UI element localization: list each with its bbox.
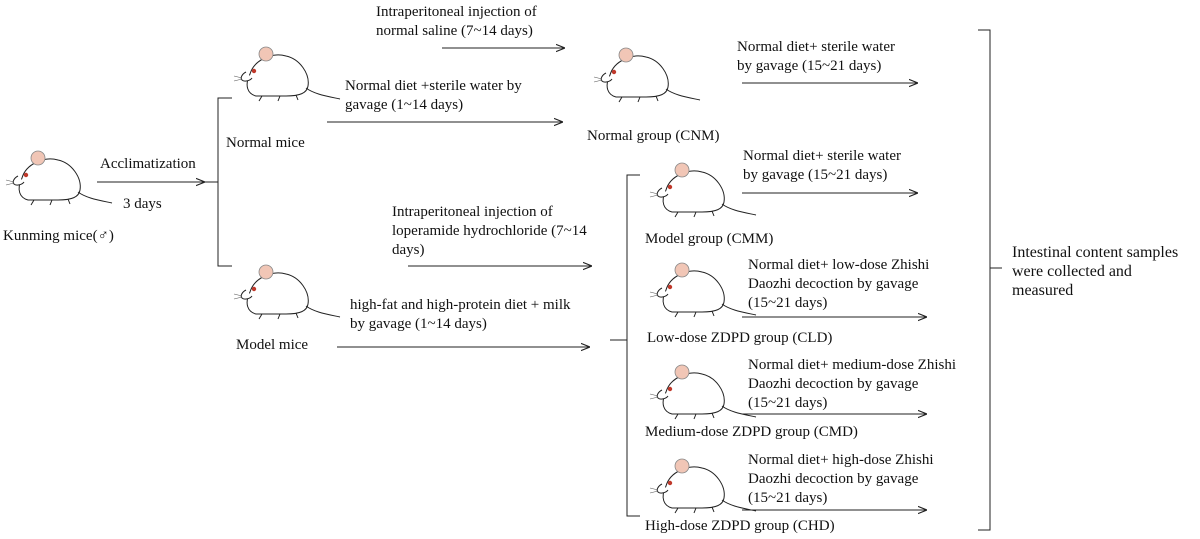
cmd-treatment-text: Normal diet+ medium-dose Zhishi Daozhi d…: [748, 357, 957, 411]
mouse-model-icon: [233, 264, 341, 320]
mouse-normal-icon: [233, 46, 341, 102]
chd-group-label: High-dose ZDPD group (CHD): [645, 518, 835, 534]
cld-group-label: Low-dose ZDPD group (CLD): [647, 330, 833, 346]
acclimatization-label: Acclimatization: [100, 156, 196, 172]
mouse-cmm-icon: [649, 162, 757, 218]
cmd-group-label: Medium-dose ZDPD group (CMD): [645, 424, 858, 440]
chd-treatment-text: Normal diet+ high-dose Zhishi Daozhi dec…: [748, 452, 934, 506]
model-mice-label: Model mice: [236, 337, 309, 353]
normal-injection-text: Intraperitoneal injection of normal sali…: [376, 4, 537, 39]
mouse-cnm-icon: [593, 47, 701, 103]
mouse-cmd-icon: [649, 364, 757, 420]
cmm-treatment-text: Normal diet+ sterile water by gavage (15…: [743, 148, 901, 183]
cld-treatment-text: Normal diet+ low-dose Zhishi Daozhi deco…: [748, 257, 930, 311]
outcome-bracket: [978, 29, 1002, 531]
branch-bracket: [205, 97, 232, 267]
outcome-text: Intestinal content samples were collecte…: [1012, 244, 1179, 299]
kunming-mice-label: Kunming mice(♂): [3, 228, 114, 244]
model-groups-bracket: [610, 174, 640, 517]
model-gavage-text: high-fat and high-protein diet + milk by…: [350, 297, 571, 332]
acclimatization-duration: 3 days: [123, 196, 162, 212]
normal-group-label: Normal group (CNM): [587, 128, 720, 144]
mouse-cld-icon: [649, 262, 757, 318]
mouse-chd-icon: [649, 458, 757, 514]
cnm-treatment-text: Normal diet+ sterile water by gavage (15…: [737, 39, 895, 74]
model-injection-text: Intraperitoneal injection of loperamide …: [392, 204, 587, 258]
cmm-group-label: Model group (CMM): [645, 231, 774, 247]
normal-gavage-text: Normal diet +sterile water by gavage (1~…: [345, 78, 522, 113]
normal-mice-label: Normal mice: [226, 135, 305, 151]
mouse-kunming-icon: [5, 150, 113, 206]
